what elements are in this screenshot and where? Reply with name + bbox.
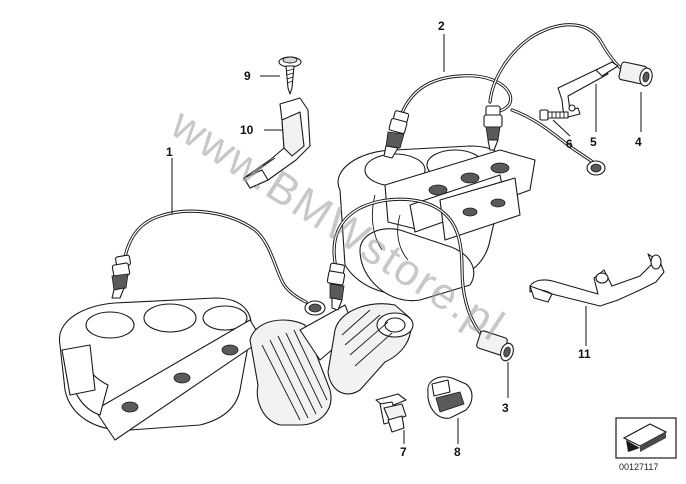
cable-holder xyxy=(243,97,311,189)
document-id-box: 00127117 xyxy=(615,417,677,472)
oxygen-sensor-2 xyxy=(383,23,653,176)
callout-6: 6 xyxy=(566,137,573,151)
callout-4: 4 xyxy=(635,135,642,149)
front-exhaust-manifold xyxy=(58,297,263,441)
clip xyxy=(375,393,407,444)
screw xyxy=(260,56,302,95)
callout-5: 5 xyxy=(590,135,597,149)
callout-9: 9 xyxy=(244,69,251,83)
callout-11: 11 xyxy=(578,347,591,361)
callout-10: 10 xyxy=(240,123,254,137)
catalytic-converter-rear xyxy=(327,303,414,395)
grommet xyxy=(427,376,473,444)
document-id: 00127117 xyxy=(619,462,658,472)
bolt xyxy=(539,109,571,137)
callout-2: 2 xyxy=(438,19,445,33)
callout-8: 8 xyxy=(454,445,461,459)
callout-7: 7 xyxy=(400,445,407,459)
callout-3: 3 xyxy=(502,401,509,415)
oxygen-sensor-3 xyxy=(326,197,514,398)
callout-leader-6 xyxy=(552,119,571,137)
wire-bracket xyxy=(529,253,665,346)
callout-1: 1 xyxy=(166,145,173,159)
sensor-bracket xyxy=(557,61,619,132)
rear-exhaust-manifold xyxy=(337,145,536,302)
oxygen-sensor-1 xyxy=(111,158,326,316)
